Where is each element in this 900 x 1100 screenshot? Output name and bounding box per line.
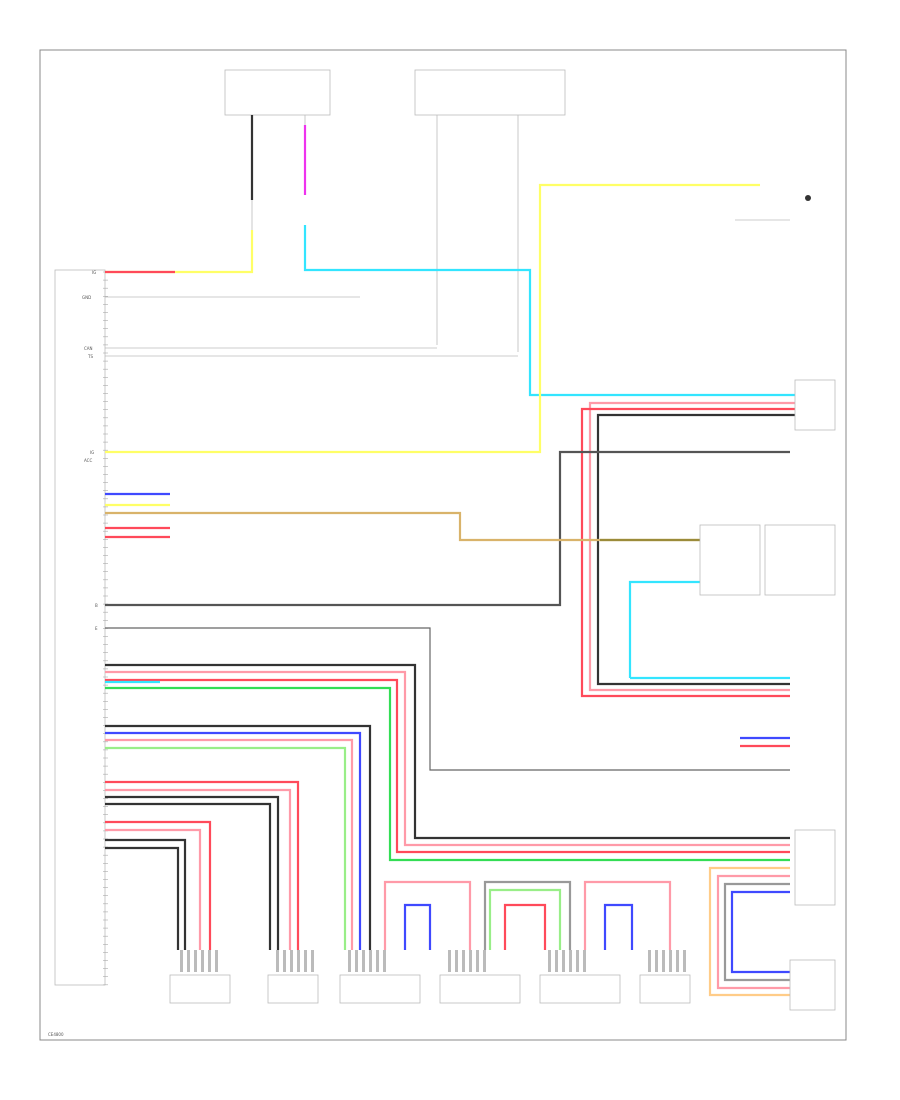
sensor-pin xyxy=(383,950,386,972)
sensor-pin xyxy=(187,950,190,972)
sensor-pin xyxy=(355,950,358,972)
wire-cyan xyxy=(303,225,795,397)
sensor-pin xyxy=(348,950,351,972)
sensor-box-1 xyxy=(169,974,231,1004)
sensor-pin xyxy=(311,950,314,972)
sensor-pin xyxy=(215,950,218,972)
sensor-box-7 xyxy=(789,959,836,1011)
connector-box-right xyxy=(794,829,836,906)
pin-label-acc: ACC xyxy=(84,458,92,463)
sensor-pin xyxy=(362,950,365,972)
sensor-pin xyxy=(369,950,372,972)
fuse-box-right xyxy=(414,69,566,116)
switch-box-1 xyxy=(699,524,761,596)
sensor-box-6 xyxy=(639,974,691,1004)
sensor-box-4 xyxy=(439,974,521,1004)
connector-box-top xyxy=(794,379,836,431)
pin-label-gnd: GND xyxy=(82,295,91,300)
sensor-pin xyxy=(194,950,197,972)
sensor-box-5 xyxy=(539,974,621,1004)
sensor-box-2 xyxy=(267,974,319,1004)
sensor-pin xyxy=(276,950,279,972)
sensor-pin xyxy=(569,950,572,972)
sensor-pin xyxy=(548,950,551,972)
wire-yellow-ig xyxy=(105,230,254,274)
sensor-pin xyxy=(655,950,658,972)
sensor-pin xyxy=(201,950,204,972)
pin-label-b: B xyxy=(95,603,98,608)
sensor-box-3 xyxy=(339,974,421,1004)
sensor-pin xyxy=(555,950,558,972)
pin-label-can: CAN xyxy=(84,346,93,351)
footer-label: CE4800 xyxy=(48,1032,64,1037)
sensor-pin xyxy=(376,950,379,972)
pin-label-ig: IG xyxy=(92,270,96,275)
wire-tan xyxy=(105,511,700,542)
diagram-frame xyxy=(39,49,847,1041)
sensor-pin xyxy=(683,950,686,972)
sensor-pin xyxy=(676,950,679,972)
sensor-pin xyxy=(180,950,183,972)
sensor-pin xyxy=(576,950,579,972)
wire-yellow-long xyxy=(105,183,760,454)
sensor-pin xyxy=(662,950,665,972)
sensor-pin xyxy=(583,950,586,972)
sensor-pin xyxy=(297,950,300,972)
sensor-pin xyxy=(208,950,211,972)
sensor-pin xyxy=(562,950,565,972)
sensor-pins xyxy=(180,950,686,972)
switch-box-2 xyxy=(764,524,836,596)
sensor-pin xyxy=(304,950,307,972)
sensor-pin xyxy=(290,950,293,972)
sensor-pin xyxy=(476,950,479,972)
sensor-pin xyxy=(669,950,672,972)
pin-label-ts: TS xyxy=(87,354,93,359)
sensor-pin xyxy=(283,950,286,972)
sensor-pin xyxy=(462,950,465,972)
pin-label-e: E xyxy=(95,626,98,631)
fuse-box-left xyxy=(224,69,331,116)
pin-label-ig2: IG xyxy=(90,450,94,455)
sensor-pin xyxy=(448,950,451,972)
sensor-pin xyxy=(469,950,472,972)
sensor-pin xyxy=(483,950,486,972)
sensor-pin xyxy=(455,950,458,972)
sensor-pin xyxy=(648,950,651,972)
ground-symbol-icon xyxy=(805,195,811,201)
